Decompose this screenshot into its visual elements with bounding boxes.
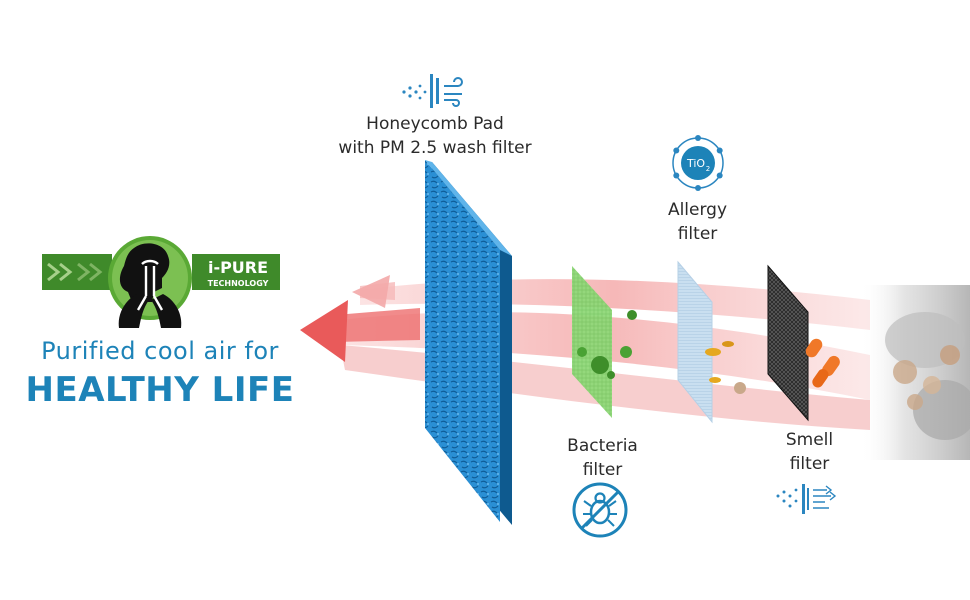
honeycomb-pad [425,160,512,525]
allergy-filter-label-line1: Allergy [667,200,728,220]
no-bacteria-icon [572,482,628,538]
honeycomb-pad-label-line1: Honeycomb Pad [366,114,504,134]
bacteria-filter-label: Bacteria filter [545,434,660,482]
bacteria-filter-label-line2: filter [582,460,623,480]
smell-particles-icon [776,484,837,514]
bacteria-filter-label-line1: Bacteria [567,436,638,456]
tio2-text: TiO [686,157,705,170]
polluted-air-smoke [860,285,970,460]
tagline: Purified cool air for [41,337,279,365]
human-head-icon [119,243,170,302]
honeycomb-pad-label: Honeycomb Pad with PM 2.5 wash filter [320,112,550,160]
smell-filter-label: Smell filter [752,428,867,476]
logo-subtitle: TECHNOLOGY [208,279,269,288]
smell-filter-label-line1: Smell [785,430,834,450]
honeycomb-pad-label-line2: with PM 2.5 wash filter [338,138,532,158]
bacteria-filter-panel [572,266,637,418]
headline: HEALTHY LIFE [25,370,295,410]
clean-air-arrows [300,275,420,362]
airflow-icon [402,74,463,108]
tio2-molecule-icon: TiO 2 [672,135,724,191]
allergy-filter-label-line2: filter [677,224,718,244]
allergy-filter-panel [677,260,746,424]
logo-title: i-PURE [208,258,268,277]
tio2-subscript: 2 [706,165,710,173]
i-pure-technology-logo: i-PURE TECHNOLOGY [42,236,280,328]
smell-filter-label-line2: filter [789,454,830,474]
smell-filter-panel [767,264,840,422]
allergy-filter-label: Allergy filter [640,198,755,246]
